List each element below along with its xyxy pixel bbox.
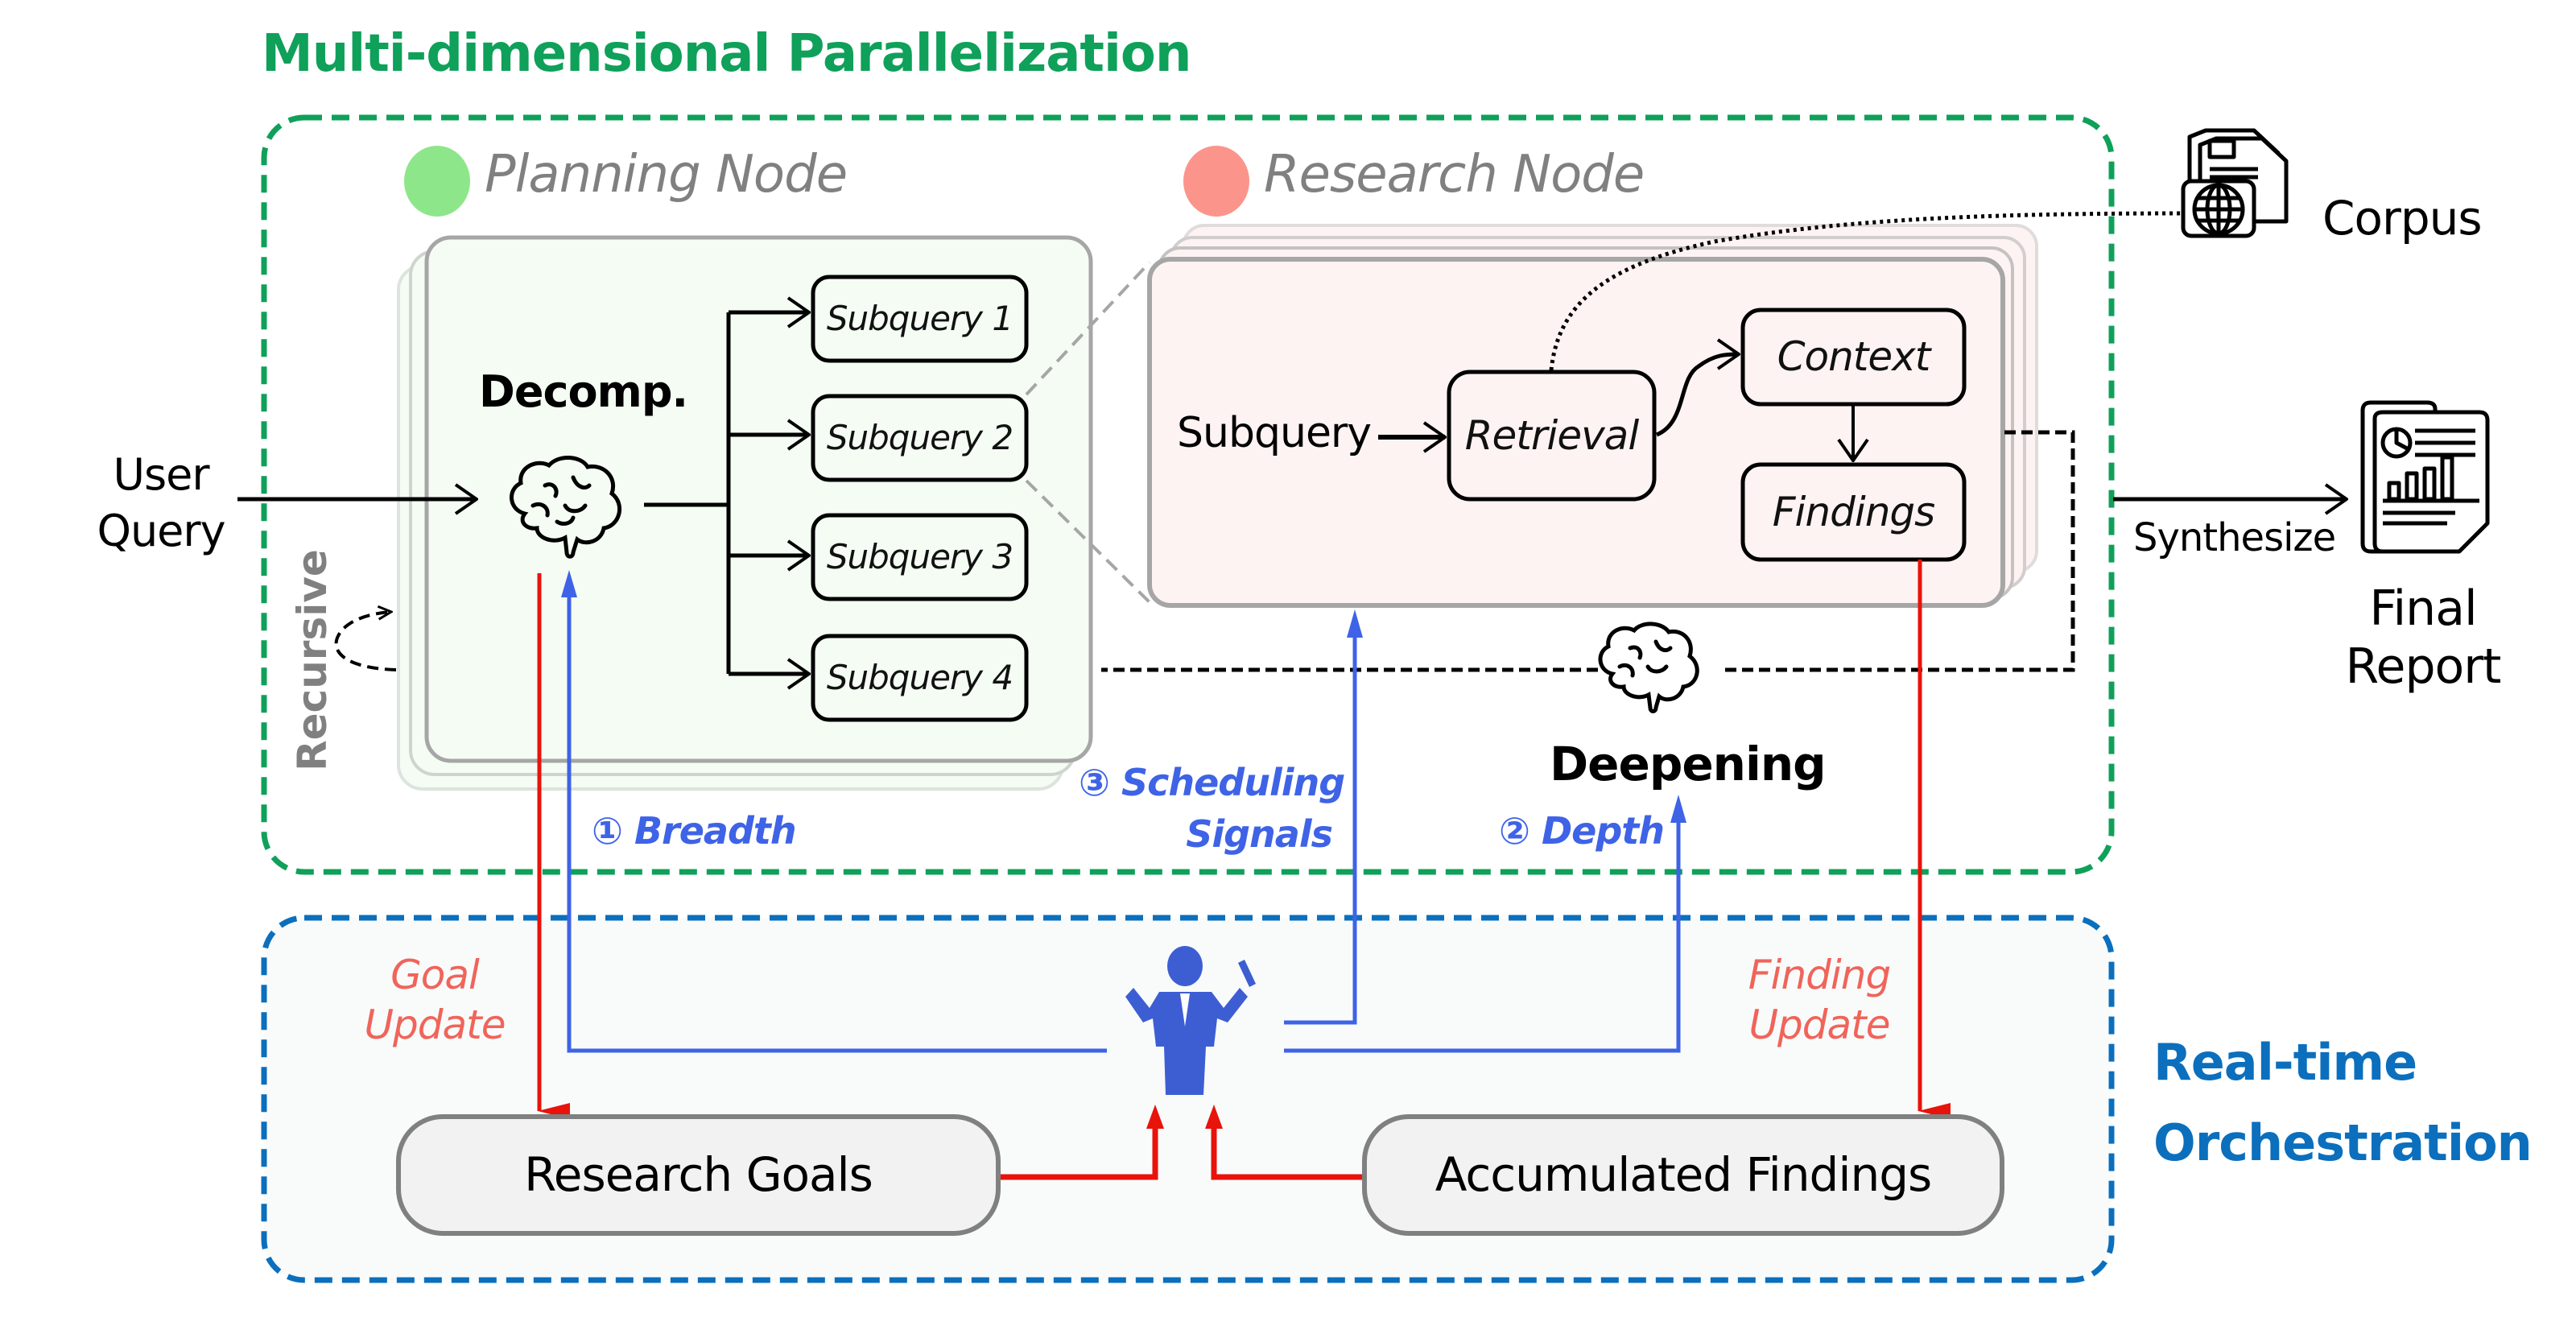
retrieval-to-context-arrow — [1655, 354, 1739, 437]
retrieval-box — [1447, 370, 1657, 502]
scheduling-signal-label: ③ Scheduling Signals — [1079, 757, 1345, 860]
research-goals-label: Research Goals — [524, 1147, 873, 1202]
research-node-label: Research Node — [1264, 145, 1645, 204]
orchestration-title-line2: Orchestration — [2153, 1113, 2533, 1172]
parallelization-container — [261, 114, 2115, 875]
final-report-icon — [2360, 400, 2490, 554]
research-goals-pill — [396, 1114, 1001, 1236]
research-node-dot — [1183, 146, 1249, 217]
corpus-icon — [2181, 128, 2289, 238]
findings-to-conductor-arrow — [1211, 1123, 1364, 1180]
subquery-boxes — [811, 275, 1029, 722]
planning-node-dot — [404, 146, 470, 217]
scheduling-arrowhead — [1347, 609, 1363, 638]
corpus-retrieval-link — [1549, 211, 2186, 371]
breadth-signal-line — [567, 596, 1107, 1053]
finding-update-line2: Update — [1748, 1002, 1890, 1048]
subquery-1: Subquery 1 — [826, 299, 1013, 338]
final-report-line2: Report — [2345, 638, 2502, 695]
research-subquery-label: Subquery — [1177, 409, 1372, 457]
user-query-label: User Query — [93, 447, 229, 560]
depth-signal-label: ② Depth — [1499, 809, 1665, 853]
subquery-4: Subquery 4 — [826, 658, 1013, 697]
findings-box — [1740, 462, 1967, 562]
breadth-arrowhead — [561, 570, 577, 597]
decomp-brain-icon — [510, 456, 621, 559]
planning-node-label: Planning Node — [485, 145, 848, 204]
orchestration-title: Real-time Orchestration — [2153, 1022, 2533, 1183]
deepening-brain-icon — [1598, 622, 1699, 713]
deepening-label: Deepening — [1550, 737, 1827, 791]
breadth-signal-label: ① Breadth — [592, 809, 797, 853]
zoom-connector-top — [1025, 261, 1151, 396]
zoom-connector-bottom — [1025, 479, 1151, 604]
goals-to-conductor-arrow — [998, 1123, 1158, 1180]
accumulated-findings-pill — [1362, 1114, 2004, 1236]
scheduling-line2: Signals — [1186, 812, 1333, 856]
final-report-label: Final Report — [2334, 580, 2512, 696]
finding-update-label: Finding Update — [1731, 950, 1908, 1050]
scheduling-signal-line — [1284, 636, 1357, 1025]
goal-update-label: Goal Update — [354, 950, 515, 1050]
finding-update-line1: Finding — [1748, 952, 1891, 998]
recursive-label: Recursive — [289, 549, 336, 771]
goals-arrowhead — [1146, 1105, 1164, 1129]
subquery-3: Subquery 3 — [826, 537, 1013, 576]
parallelization-title: Multi-dimensional Parallelization — [262, 24, 1191, 84]
retrieval-label: Retrieval — [1464, 412, 1639, 459]
context-label: Context — [1777, 333, 1931, 380]
depth-signal-line — [1284, 821, 1681, 1053]
recursive-label-wrap: Recursive — [280, 549, 345, 771]
deepening-loop — [1101, 430, 2075, 672]
user-query-line2: Query — [97, 506, 225, 556]
subquery-2: Subquery 2 — [826, 418, 1013, 457]
decomp-label: Decomp. — [479, 366, 688, 417]
goal-update-line1: Goal — [390, 952, 480, 998]
depth-arrowhead — [1670, 795, 1686, 823]
corpus-label: Corpus — [2322, 191, 2483, 246]
recursive-loop-arrow — [334, 612, 397, 671]
findings-label: Findings — [1772, 489, 1935, 535]
orchestration-title-line1: Real-time — [2153, 1033, 2417, 1092]
final-report-line1: Final — [2369, 580, 2477, 637]
findings-arrowhead — [1205, 1105, 1223, 1129]
synthesize-label: Synthesize — [2133, 515, 2336, 560]
decomp-fanout — [644, 312, 809, 674]
accumulated-findings-label: Accumulated Findings — [1435, 1147, 1933, 1202]
user-query-line1: User — [113, 449, 209, 500]
orchestrator-conductor-icon — [1125, 946, 1256, 1095]
scheduling-line1: ③ Scheduling — [1079, 761, 1345, 804]
goal-update-line2: Update — [364, 1002, 506, 1048]
